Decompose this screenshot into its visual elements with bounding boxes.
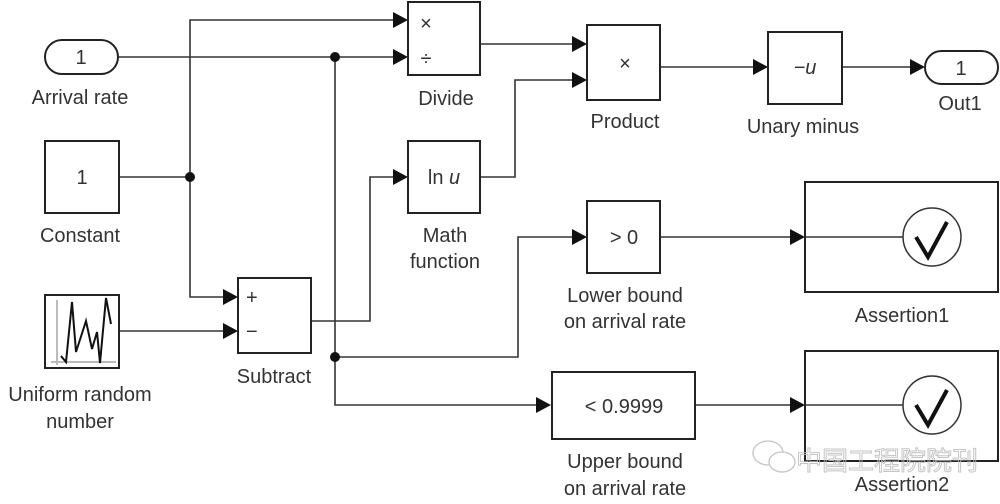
wire-constant-to-divide [189, 19, 395, 177]
watermark: 中国工程院院刊 [752, 440, 979, 478]
assertion1-label: Assertion1 [855, 305, 950, 327]
checkmark-icon [914, 389, 949, 430]
wire-arrival-branch [334, 57, 538, 406]
unary-minus-label: Unary minus [747, 116, 859, 138]
subtract-label: Subtract [237, 366, 312, 388]
arrowhead [910, 59, 925, 75]
upper-bound-block[interactable]: < 0.9999 Upper bound on arrival rate [551, 371, 696, 500]
math-function-label-2: function [410, 251, 480, 273]
check-circle-icon [902, 375, 962, 435]
lower-bound-label-1: Lower bound [567, 285, 683, 307]
constant-value: 1 [76, 167, 87, 189]
arrowhead [572, 36, 587, 52]
arrival-rate-label: Arrival rate [32, 87, 129, 109]
wire-constant-to-subtract [189, 177, 226, 298]
arrowhead [393, 169, 408, 185]
arrival-rate-inport[interactable]: 1 Arrival rate [32, 39, 129, 109]
lower-bound-block[interactable]: > 0 Lower bound on arrival rate [564, 200, 686, 333]
arrowhead [572, 72, 587, 88]
junction-dot [330, 352, 340, 362]
arrowhead [223, 289, 238, 305]
outport-number: 1 [955, 58, 966, 80]
product-block[interactable]: × Product [586, 24, 661, 133]
math-function-block[interactable]: ln u Math function [407, 140, 481, 273]
multiply-port-sign: × [420, 13, 432, 35]
wires [118, 19, 914, 406]
lower-bound-label-2: on arrival rate [564, 311, 686, 333]
out1-outport[interactable]: 1 Out1 [924, 50, 999, 115]
wire-math-to-product [480, 79, 575, 178]
product-label: Product [591, 111, 660, 133]
product-symbol: × [619, 53, 631, 75]
arrowhead [536, 397, 551, 413]
arrowhead [393, 12, 408, 28]
inport-number: 1 [75, 47, 86, 69]
uniform-random-block[interactable]: Uniform random number [8, 294, 152, 433]
arrowhead [572, 229, 587, 245]
unary-minus-block[interactable]: −u Unary minus [747, 31, 859, 138]
upper-bound-label-1: Upper bound [567, 451, 683, 473]
watermark-text: 中国工程院院刊 [796, 447, 978, 477]
math-function-label-1: Math [423, 225, 467, 247]
arrowhead [223, 323, 238, 339]
subtract-block[interactable]: + − Subtract [237, 277, 312, 388]
junction-dot [330, 52, 340, 62]
assertion1-block[interactable]: Assertion1 [804, 181, 999, 327]
lower-bound-text: > 0 [610, 227, 638, 249]
divide-label: Divide [418, 88, 474, 110]
uniform-random-label-2: number [46, 411, 114, 433]
plus-port-sign: + [246, 287, 258, 309]
uniform-random-label-1: Uniform random [8, 384, 151, 406]
arrowhead [790, 229, 805, 245]
constant-label: Constant [40, 225, 120, 247]
random-signal-icon [51, 297, 116, 365]
ln-u-text: ln u [428, 167, 460, 189]
divide-port-sign: ÷ [421, 48, 432, 70]
checkmark-icon [914, 221, 949, 262]
wechat-icon [752, 440, 796, 473]
arrowhead [393, 49, 408, 65]
divide-block[interactable]: × ÷ Divide [407, 1, 481, 110]
assertion2-label: Assertion2 [855, 474, 950, 496]
upper-bound-text: < 0.9999 [585, 396, 663, 418]
arrowheads [223, 12, 925, 413]
assertion2-block[interactable]: Assertion2 [804, 350, 999, 496]
out1-label: Out1 [938, 93, 981, 115]
wire-to-lower-bound [335, 236, 575, 358]
wire-subtract-to-math [311, 176, 395, 322]
unary-minus-text: −u [794, 57, 817, 79]
junction-dot [185, 172, 195, 182]
arrowhead [753, 59, 768, 75]
arrowhead [790, 397, 805, 413]
upper-bound-label-2: on arrival rate [564, 478, 686, 500]
minus-port-sign: − [246, 321, 258, 343]
check-circle-icon [902, 207, 962, 267]
constant-block[interactable]: 1 Constant [40, 140, 120, 247]
